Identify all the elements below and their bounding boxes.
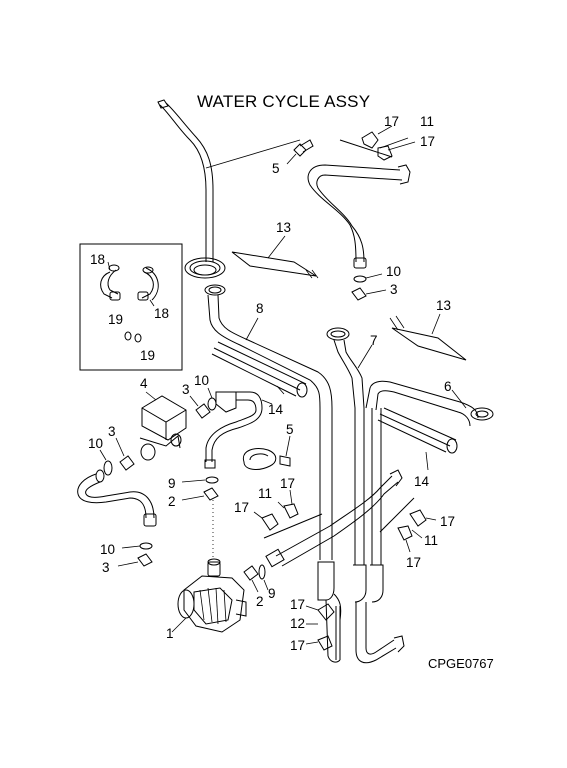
callout-3-top: 3 [390, 282, 398, 297]
callout-17-lower-b: 17 [290, 638, 305, 653]
sleeve-14-right [377, 407, 458, 471]
clip-3-left [119, 455, 135, 471]
callout-18-a: 18 [90, 252, 105, 267]
callout-3-lower: 3 [102, 560, 110, 575]
diagram-title: WATER CYCLE ASSY [197, 92, 371, 111]
fitting-top-7 [326, 327, 373, 409]
callout-17-upper-b: 17 [420, 134, 435, 149]
callout-17-lower-a: 17 [290, 597, 305, 612]
callout-10-lower: 10 [100, 542, 115, 557]
callout-14-middle: 14 [268, 402, 284, 417]
hose-lower-left [77, 469, 157, 527]
o-ring-10-lower [139, 542, 153, 550]
callout-6: 6 [444, 379, 452, 394]
callout-3-left: 3 [108, 424, 116, 439]
long-diagonal-hose [265, 469, 403, 568]
callout-7: 7 [370, 333, 378, 348]
callout-5-upper: 5 [272, 161, 280, 176]
flat-cover-13-upper [231, 235, 319, 279]
clip-set-upper-right [339, 125, 416, 161]
callout-18-b: 18 [154, 306, 169, 321]
callout-2-upper: 2 [168, 494, 176, 509]
callout-14-right: 14 [414, 474, 430, 489]
valve-4 [139, 391, 187, 461]
sleeve-14-middle [211, 341, 308, 398]
o-ring-9-pump [258, 564, 266, 580]
callout-19-b: 19 [140, 348, 155, 363]
callout-13-upper: 13 [276, 220, 291, 235]
callout-10-left: 10 [88, 436, 103, 451]
clip-2-upper [203, 487, 219, 501]
callout-5-middle: 5 [286, 422, 294, 437]
callout-17-mid-b: 17 [234, 500, 249, 515]
clip-3-valve [195, 403, 211, 419]
o-ring-9-upper [205, 476, 219, 484]
clip-2-pump [243, 565, 259, 581]
clip-set-right [379, 497, 437, 553]
clip-set-middle [253, 489, 323, 539]
clip-3-top [351, 287, 367, 301]
o-ring-10-left [103, 460, 113, 476]
callout-3-valve: 3 [182, 382, 190, 397]
vertical-hoses [317, 408, 405, 664]
callout-19-a: 19 [108, 312, 123, 327]
fitting-5-middle [279, 435, 291, 467]
clip-3-lower [137, 553, 153, 567]
overflow-hose [157, 99, 226, 279]
callout-9-upper: 9 [168, 476, 176, 491]
hose-14-left [204, 391, 273, 469]
callout-17-mid-a: 17 [280, 476, 295, 491]
callout-11-upper: 11 [420, 114, 434, 129]
pump-1 [171, 558, 247, 633]
hose-6 [365, 380, 494, 427]
callout-17-right-a: 17 [440, 514, 455, 529]
callout-12: 12 [290, 616, 305, 631]
hose-8 [204, 284, 333, 409]
drawing-code: CPGE0767 [428, 656, 494, 671]
callout-1: 1 [166, 626, 174, 641]
callout-17-right-b: 17 [406, 555, 421, 570]
clip-set-lower [305, 603, 341, 660]
o-ring-10-valve [207, 397, 217, 411]
callout-13-right: 13 [436, 298, 451, 313]
flat-cover-13-right [389, 313, 467, 361]
inset-elbows [79, 243, 183, 371]
o-ring-10-top [353, 275, 367, 283]
small-coil-hose [242, 448, 277, 470]
callout-4: 4 [140, 376, 148, 391]
callout-2-pump: 2 [256, 594, 264, 609]
upper-right-hose [307, 164, 411, 269]
callout-9-pump: 9 [268, 586, 276, 601]
callout-8: 8 [256, 301, 264, 316]
fitting-5-upper [286, 139, 314, 165]
callout-10-valve: 10 [194, 373, 209, 388]
callout-11-mid: 11 [258, 486, 272, 501]
callout-10-top: 10 [386, 264, 401, 279]
callout-11-right: 11 [424, 533, 438, 548]
callout-17-upper-a: 17 [384, 114, 399, 129]
